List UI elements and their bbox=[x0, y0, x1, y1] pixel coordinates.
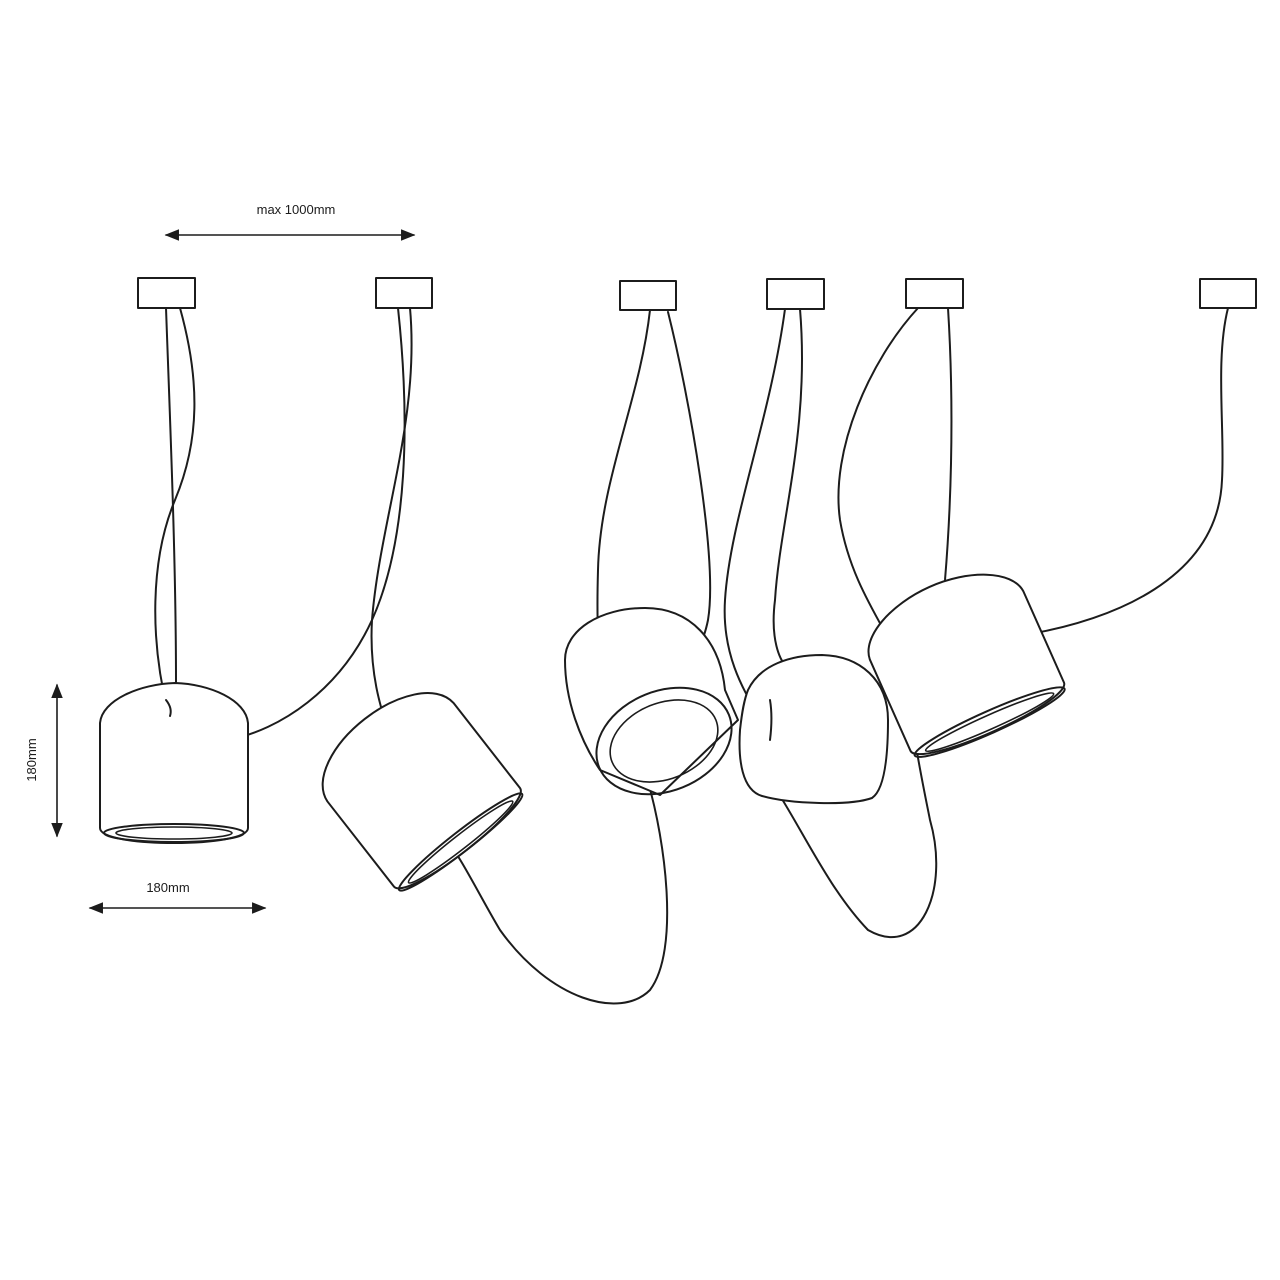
lamp-5-shade bbox=[867, 573, 1066, 755]
cable-3 bbox=[227, 307, 406, 741]
lamp-3 bbox=[564, 607, 739, 796]
ceiling-canopies bbox=[137, 277, 1257, 311]
lamp-5-inner-rim bbox=[924, 692, 1055, 753]
lamp-4 bbox=[738, 654, 889, 805]
lamp-2 bbox=[321, 692, 524, 892]
ceiling-canopy-2 bbox=[375, 277, 433, 309]
lamp-4-shade bbox=[738, 654, 889, 805]
ceiling-canopy-4 bbox=[766, 278, 825, 310]
lamp-height-label: 180mm bbox=[24, 738, 39, 781]
lamp-1-shade bbox=[99, 682, 249, 844]
cable-4 bbox=[370, 307, 413, 765]
cable-1 bbox=[165, 307, 177, 683]
lamp-5 bbox=[867, 573, 1066, 758]
cable-2 bbox=[154, 307, 196, 713]
max-cable-length-label: max 1000mm bbox=[257, 202, 336, 217]
cable-9 bbox=[772, 308, 803, 667]
lamp-3-inner-rim bbox=[609, 699, 719, 783]
dimension-lamp-diameter: 180mm bbox=[88, 880, 267, 914]
lamp-diameter-label: 180mm bbox=[146, 880, 189, 895]
ceiling-canopy-3 bbox=[619, 280, 677, 311]
ceiling-canopy-5 bbox=[905, 278, 964, 309]
lamp-3-shade bbox=[564, 607, 739, 796]
lamp-1-rim bbox=[103, 823, 245, 843]
dimension-max-cable-length: max 1000mm bbox=[164, 202, 416, 241]
cable-13 bbox=[1029, 307, 1229, 635]
lamp-2-inner-rim bbox=[407, 800, 514, 884]
lamp-1 bbox=[99, 682, 249, 844]
ceiling-canopy-6 bbox=[1199, 278, 1257, 309]
lamp-2-rim bbox=[397, 792, 524, 892]
lamp-3-rim bbox=[595, 686, 733, 796]
cable-11 bbox=[837, 307, 919, 661]
dimension-lamp-height: 180mm bbox=[24, 683, 63, 838]
lamp-5-rim bbox=[913, 686, 1066, 758]
lamp-1-cable-entry bbox=[165, 699, 172, 717]
lamp-2-shade bbox=[321, 692, 522, 890]
ceiling-canopy-1 bbox=[137, 277, 196, 309]
lamp-4-seam bbox=[769, 699, 773, 741]
lamp-1-inner-rim bbox=[115, 826, 233, 840]
